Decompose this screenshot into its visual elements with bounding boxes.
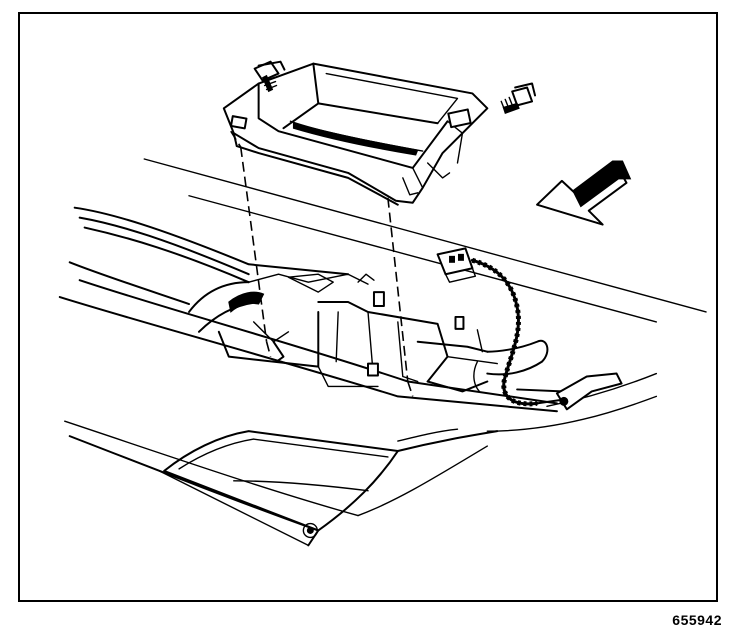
figure-number: 655942 — [672, 612, 722, 628]
screw-icon — [253, 60, 286, 93]
wiring-harness — [470, 257, 578, 407]
alignment-lines — [230, 130, 414, 397]
electrical-connector-icon — [436, 247, 477, 283]
console-base — [163, 428, 499, 539]
storage-compartment — [222, 62, 489, 206]
direction-arrow-icon — [536, 160, 632, 226]
console-body — [188, 273, 498, 393]
diagram-frame — [18, 12, 718, 602]
screw-icon — [500, 82, 537, 114]
console-rails — [58, 158, 707, 547]
console-assembly-illustration — [58, 60, 707, 547]
mounting-bracket — [555, 372, 623, 411]
